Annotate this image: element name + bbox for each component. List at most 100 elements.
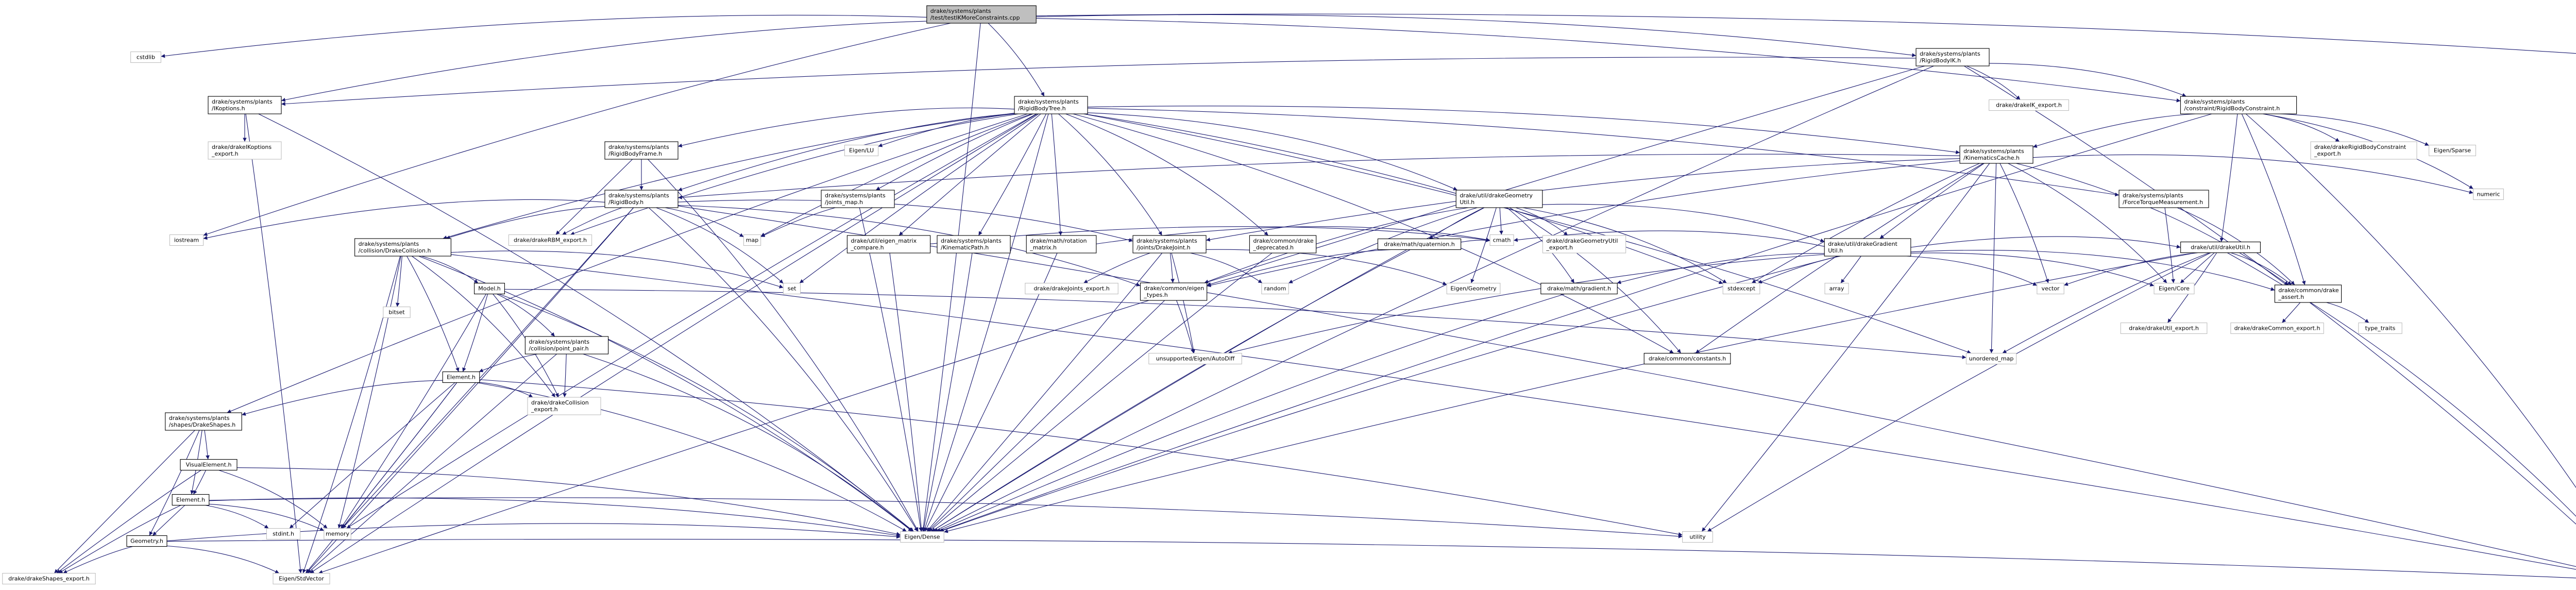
graph-node-cstdlib: cstdlib	[130, 51, 161, 63]
node-box	[1643, 352, 1731, 365]
graph-node-Element2[interactable]: Element.h	[172, 494, 210, 506]
edge-RigidBodyTree-to-set	[799, 113, 1039, 283]
graph-node-drakeRotation[interactable]: drake/math/rotation_matrix.h	[1026, 235, 1097, 254]
graph-node-KinematicPath[interactable]: drake/systems/plants/KinematicPath.h	[937, 235, 1011, 254]
edge-Element-to-EigenDense	[477, 382, 907, 532]
graph-node-RigidBodyConstraint[interactable]: drake/systems/plants/constraint/RigidBod…	[2180, 96, 2297, 114]
graph-node-drakeGeometryUtil[interactable]: drake/util/drakeGeometryUtil.h	[1455, 190, 1543, 208]
node-box	[180, 459, 238, 471]
node-box	[1446, 282, 1501, 295]
node-box	[1916, 48, 1990, 66]
edge-DrakeShapes-to-VisualElement	[204, 430, 210, 460]
node-label: _export.h	[531, 406, 558, 413]
graph-node-constants[interactable]: drake/common/constants.h	[1643, 352, 1731, 365]
node-box	[1132, 235, 1207, 254]
node-box	[1014, 96, 1088, 114]
edge-RigidBodyConstraint-to-EigenDense	[938, 113, 2212, 532]
graph-node-Element[interactable]: Element.h	[442, 371, 480, 383]
node-box	[1824, 238, 1911, 257]
edge-drakeUtil-to-EigenCore	[2180, 252, 2215, 283]
graph-node-EigenSparse: Eigen/Sparse	[2429, 144, 2476, 157]
graph-node-drake_deprecated[interactable]: drake/common/drake_deprecated.h	[1249, 235, 1317, 254]
edge-Element-to-DrakeShapes	[242, 380, 443, 416]
node-label: Model.h	[478, 285, 501, 292]
graph-node-eigen_types[interactable]: drake/common/eigen_types.h	[1140, 282, 1208, 301]
node-box	[208, 96, 282, 114]
edge-RigidBodyIK-to-EigenStdVector	[318, 65, 1925, 574]
graph-node-dv_export: drake/drakeIK_export.h	[1989, 99, 2069, 111]
edge-point_pair-to-DrakeCollision_export	[563, 353, 567, 398]
graph-node-map: map	[743, 234, 761, 246]
graph-node-Geometry[interactable]: Geometry.h	[126, 535, 167, 547]
node-label: _types.h	[1143, 292, 1167, 298]
graph-node-RigidBodyTree[interactable]: drake/systems/plants/RigidBodyTree.h	[1014, 96, 1088, 114]
node-label: drake/util/drakeUtil.h	[2191, 244, 2250, 251]
edge-drakeUtil-to-utility	[1707, 252, 2211, 532]
node-label: drake/drakeCollision	[531, 399, 589, 406]
graph-node-quaternion[interactable]: drake/math/quaternion.h	[1377, 238, 1462, 250]
edge-point_pair-to-EigenStdVector	[307, 353, 557, 574]
edge-RigidBody-to-eigen_types	[677, 205, 1141, 286]
graph-node-root[interactable]: drake/systems/plants/test/testIKMoreCons…	[926, 5, 1037, 24]
edge-root-to-gtest	[1036, 13, 2576, 54]
edge-Geometry-to-EigenStdVector	[166, 545, 280, 574]
edge-CollisionModel-to-bitset	[396, 256, 402, 307]
node-box	[1140, 282, 1208, 301]
node-box	[604, 190, 679, 208]
graph-node-DrakeJoint[interactable]: drake/systems/plants/joints/DrakeJoint.h	[1132, 235, 1207, 254]
edge-RigidBody-to-iostream	[203, 199, 605, 240]
node-label: /RigidBody.h	[608, 199, 643, 206]
graph-node-gradient[interactable]: drake/math/gradient.h	[1540, 282, 1618, 295]
graph-node-RigidBody[interactable]: drake/systems/plants/RigidBody.h	[604, 190, 679, 208]
graph-node-Model[interactable]: Model.h	[474, 282, 505, 295]
node-label: drake/systems/plants	[1920, 50, 1980, 57]
graph-node-KinematicsCache[interactable]: drake/systems/plants/KinematicsCache.h	[1959, 145, 2033, 164]
node-label: drake/math/gradient.h	[1547, 285, 1611, 292]
graph-node-CollisionModel[interactable]: drake/systems/plants/collision/DrakeColl…	[354, 238, 451, 257]
graph-node-point_pair[interactable]: drake/systems/plants/collision/point_pai…	[524, 336, 609, 355]
edge-RigidBodyTree-to-joints_map	[875, 113, 1033, 191]
graph-node-DrakeShapes[interactable]: drake/systems/plants/shapes/DrakeShapes.…	[165, 412, 242, 431]
graph-node-drakeUtil[interactable]: drake/util/drakeUtil.h	[2180, 241, 2261, 254]
edge-KinematicsCache-to-utility	[1701, 163, 1990, 532]
edge-CollisionModel-to-Element	[406, 256, 460, 372]
node-label: drake/common/drake	[2278, 287, 2339, 294]
edge-drakeGradientUtil-to-drakeUtil	[1910, 236, 2181, 249]
graph-node-RigidBodyFrame[interactable]: drake/systems/plants/RigidBodyFrame.h	[604, 141, 679, 160]
node-box	[743, 234, 761, 246]
graph-node-EigenGeometry: Eigen/Geometry	[1446, 282, 1501, 295]
edge-RigidBodyTree-to-memory	[346, 113, 1037, 529]
node-box	[1489, 234, 1514, 246]
edge-CollisionModel-to-DrakeCollision_export	[411, 256, 556, 398]
graph-node-joints_map[interactable]: drake/systems/plants/joints_map.h	[821, 190, 895, 208]
edge-Geometry-to-drakeShapes_export	[63, 546, 133, 574]
graph-node-eigen_matrix_compare[interactable]: drake/util/eigen_matrix_compare.h	[846, 235, 931, 254]
edge-CollisionModel-to-EigenStdVector	[302, 256, 401, 574]
edge-Element2-to-stdint	[205, 504, 269, 529]
node-box	[354, 238, 451, 257]
edge-RigidBodyFrame-to-RBM_export	[555, 159, 633, 235]
node-label: _compare.h	[850, 244, 884, 251]
edge-Model-to-Element	[462, 294, 488, 372]
edge-VisualElement-to-drakeShapes_export	[56, 470, 201, 574]
nodes-layer: drake/systems/plants/test/testIKMoreCons…	[2, 5, 2504, 585]
node-box	[208, 141, 282, 160]
node-label: _assert.h	[2278, 294, 2304, 300]
node-label: drake/systems/plants	[608, 144, 669, 150]
edge-CollisionModel-to-set	[451, 250, 784, 289]
node-box	[2429, 144, 2476, 157]
node-box	[821, 190, 895, 208]
graph-node-ForceTorqueMeasurement[interactable]: drake/systems/plants/ForceTorqueMeasurem…	[2119, 190, 2209, 208]
node-box	[442, 371, 480, 383]
node-box	[1249, 235, 1317, 254]
graph-node-RigidBodyIK[interactable]: drake/systems/plants/RigidBodyIK.h	[1916, 48, 1990, 66]
node-label: Eigen/Geometry	[1450, 285, 1497, 292]
edge-drake_assert-to-type_traits	[2326, 302, 2369, 323]
node-box	[383, 306, 411, 318]
graph-node-IKoptions[interactable]: drake/systems/plants/IKoptions.h	[208, 96, 282, 114]
edge-RigidBodyTree-to-stdexcept	[1083, 113, 1723, 284]
graph-node-VisualElement[interactable]: VisualElement.h	[180, 459, 238, 471]
graph-node-drake_assert[interactable]: drake/common/drake_assert.h	[2274, 284, 2342, 303]
